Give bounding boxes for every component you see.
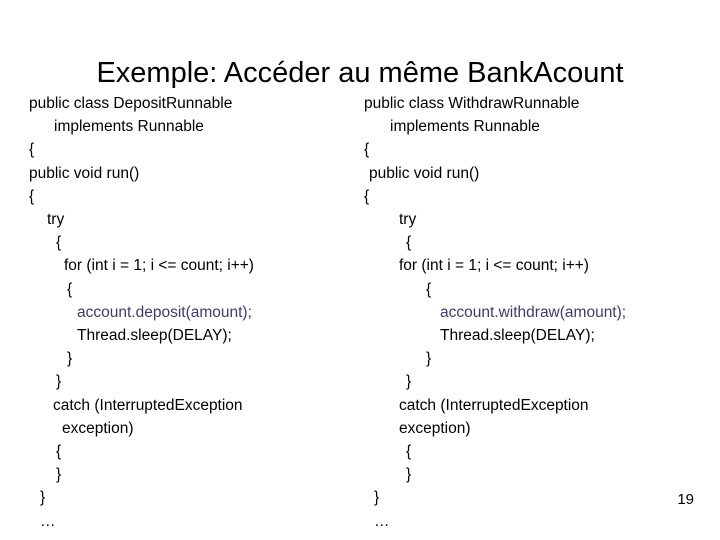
code-line: catch (InterruptedException <box>53 396 243 414</box>
code-line: implements Runnable <box>390 118 540 136</box>
code-line: for (int i = 1; i <= count; i++) <box>399 257 589 275</box>
code-line: … <box>40 512 56 530</box>
code-line: account.deposit(amount); <box>77 303 252 321</box>
code-block-deposit-runnable: public class DepositRunnable implements R… <box>29 92 359 533</box>
code-block-withdraw-runnable: public class WithdrawRunnable implements … <box>364 92 704 533</box>
code-line: { <box>67 280 73 298</box>
code-line: try <box>399 211 417 229</box>
page-title: Exemple: Accéder au même BankAcount <box>96 57 624 90</box>
code-line: account.withdraw(amount); <box>440 303 627 321</box>
code-line: public class WithdrawRunnable <box>364 95 580 112</box>
code-line: Thread.sleep(DELAY); <box>440 327 595 345</box>
code-line: } <box>374 489 380 507</box>
code-line: { <box>29 187 35 205</box>
page-number: 19 <box>677 491 694 508</box>
code-line: { <box>56 443 62 461</box>
code-line: { <box>29 141 35 159</box>
code-line: } <box>67 350 73 368</box>
code-line: { <box>406 234 412 252</box>
code-line: catch (InterruptedException <box>399 396 589 414</box>
code-line: } <box>56 373 62 391</box>
code-line: exception) <box>62 419 134 437</box>
code-line: } <box>406 466 412 484</box>
code-line: … <box>374 512 390 530</box>
code-line: { <box>364 187 370 205</box>
code-line: implements Runnable <box>54 118 204 136</box>
code-line: { <box>406 443 412 461</box>
code-line: public void run() <box>369 164 480 182</box>
code-line: try <box>47 211 65 229</box>
code-line: } <box>406 373 412 391</box>
code-line: } <box>56 466 62 484</box>
code-line: exception) <box>399 419 471 437</box>
code-line: { <box>426 280 432 298</box>
code-line: { <box>364 141 370 159</box>
code-line: public class DepositRunnable <box>29 95 233 112</box>
code-line: public void run() <box>29 164 140 182</box>
code-line: } <box>426 350 432 368</box>
code-line: } <box>40 489 46 507</box>
code-line: Thread.sleep(DELAY); <box>77 327 232 345</box>
code-line: { <box>56 234 62 252</box>
code-line: for (int i = 1; i <= count; i++) <box>64 257 254 275</box>
